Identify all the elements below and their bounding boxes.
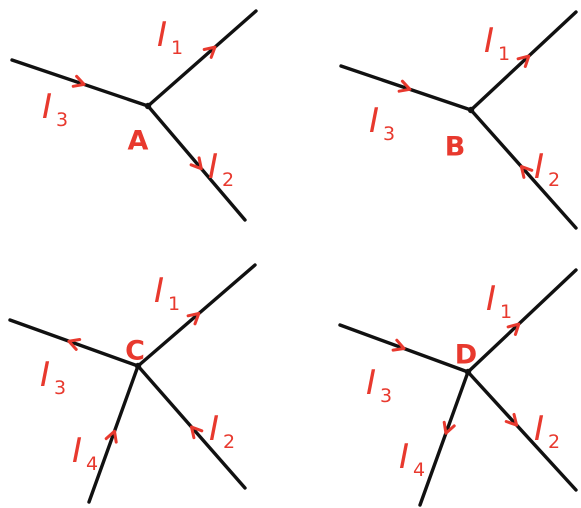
junction-node-b xyxy=(467,106,475,114)
current-subscript: 2 xyxy=(223,431,235,453)
current-subscript: 3 xyxy=(56,109,68,131)
wire-a-i1 xyxy=(146,9,258,108)
current-symbol: I xyxy=(42,87,52,127)
current-arrow-c-i2 xyxy=(190,425,204,440)
current-symbol: I xyxy=(534,409,544,449)
current-subscript: 1 xyxy=(498,43,510,65)
current-symbol: I xyxy=(366,363,376,403)
current-subscript: 2 xyxy=(222,169,234,191)
current-subscript: 3 xyxy=(54,377,66,399)
junction-label-a: A xyxy=(128,126,149,157)
current-symbol: I xyxy=(484,21,494,61)
current-symbol: I xyxy=(40,355,50,395)
current-subscript: 1 xyxy=(171,37,183,59)
current-symbol: I xyxy=(369,101,379,141)
current-subscript: 4 xyxy=(413,459,425,481)
current-symbol: I xyxy=(486,279,496,319)
current-subscript: 1 xyxy=(500,301,512,323)
current-symbol: I xyxy=(72,431,82,471)
wire-b-i1 xyxy=(469,10,578,112)
junction-label-c: C xyxy=(125,336,145,367)
current-arrow-d-i4 xyxy=(442,420,456,435)
wire-a-i3 xyxy=(10,58,150,108)
junction-node-c xyxy=(134,362,142,370)
wire-c-i3 xyxy=(8,318,140,368)
junction-node-a xyxy=(144,102,152,110)
current-arrow-b-i1 xyxy=(516,54,531,68)
current-symbol: I xyxy=(157,15,167,55)
current-arrow-b-i2 xyxy=(519,165,534,179)
current-arrow-d-i2 xyxy=(504,412,519,427)
current-arrow-c-i4 xyxy=(104,429,118,444)
wire-b-i2 xyxy=(469,108,578,230)
current-symbol: I xyxy=(209,409,219,449)
current-symbol: I xyxy=(208,147,218,187)
junction-label-d: D xyxy=(455,340,477,371)
wire-a-i2 xyxy=(146,104,247,222)
current-subscript: 3 xyxy=(383,123,395,145)
current-arrow-d-i1 xyxy=(506,322,521,336)
current-arrow-a-i2 xyxy=(189,156,203,171)
current-symbol: I xyxy=(534,147,544,187)
wire-d-i1 xyxy=(466,268,578,374)
current-subscript: 4 xyxy=(86,453,98,475)
current-symbol: I xyxy=(154,271,164,311)
wire-b-i3 xyxy=(339,64,473,112)
current-arrow-b-i3 xyxy=(397,79,412,93)
junction-label-b: B xyxy=(445,132,466,163)
current-arrow-c-i3 xyxy=(67,338,82,351)
current-arrow-c-i1 xyxy=(186,312,201,326)
current-arrow-a-i1 xyxy=(202,45,217,59)
wire-d-i2 xyxy=(466,370,578,492)
current-symbol: I xyxy=(399,437,409,477)
current-subscript: 2 xyxy=(548,431,560,453)
current-subscript: 1 xyxy=(168,293,180,315)
current-arrow-a-i3 xyxy=(71,74,86,88)
current-arrow-d-i3 xyxy=(391,338,406,352)
current-subscript: 2 xyxy=(548,169,560,191)
junction-node-d xyxy=(464,368,472,376)
current-subscript: 3 xyxy=(380,385,392,407)
wire-d-i4 xyxy=(418,370,470,507)
